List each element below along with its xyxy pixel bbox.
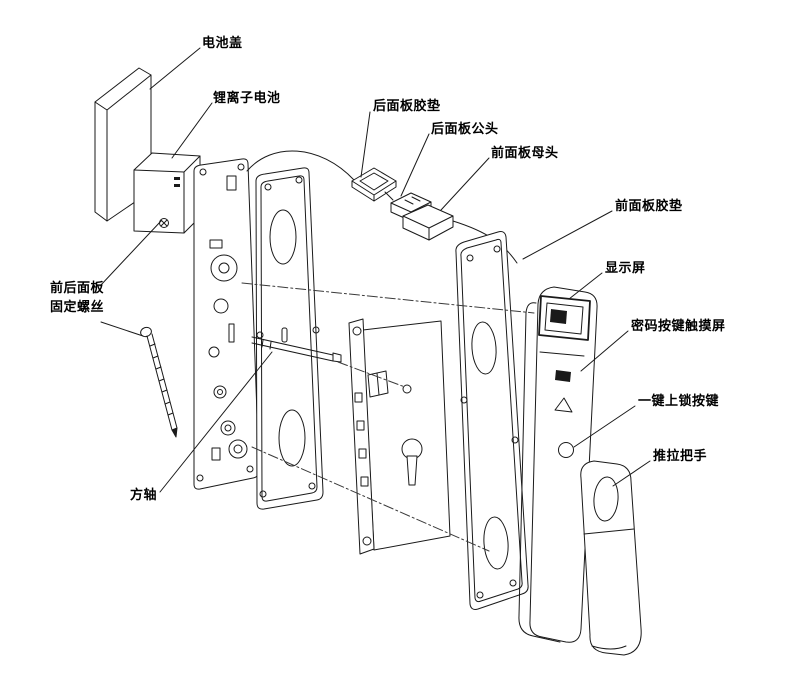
label-display-screen: 显示屏 (605, 261, 646, 276)
lock-faceplate (348, 318, 375, 555)
rear-panel-part (193, 158, 260, 490)
password-touch-area (554, 370, 574, 458)
label-front-panel-female-socket: 前面板母头 (491, 146, 559, 161)
rear-panel-gasket-plate (255, 167, 324, 510)
mortise-lock-body (348, 318, 451, 555)
front-panel-gasket-plate (455, 231, 529, 610)
label-square-shaft: 方轴 (130, 488, 158, 503)
keyhole (401, 438, 423, 486)
front-panel-part (518, 286, 598, 643)
label-panel-fixing-screws: 前后面板 固定螺丝 (50, 281, 105, 315)
female-connector (402, 204, 454, 241)
card-icon (555, 370, 571, 382)
fixing-screw-long (140, 326, 178, 438)
center-lines (241, 282, 535, 552)
label-rear-panel-male-plug: 后面板公头 (431, 122, 499, 137)
display-screen-part (538, 295, 591, 341)
label-front-panel-gasket: 前面板胶垫 (615, 199, 683, 214)
square-shaft-part (251, 336, 342, 363)
label-one-key-lock-button: 一键上锁按键 (638, 394, 720, 409)
cable-and-connectors (246, 150, 518, 264)
label-push-pull-handle: 推拉把手 (653, 449, 708, 464)
fixing-screw-small (159, 218, 169, 228)
leader-lines (99, 47, 651, 493)
lithium-battery-part (133, 152, 201, 234)
push-pull-handle-part (580, 460, 642, 656)
label-rear-panel-gasket: 后面板胶垫 (373, 99, 441, 114)
label-battery-cover: 电池盖 (202, 36, 243, 51)
alert-triangle-icon (554, 397, 573, 413)
label-lithium-battery: 锂离子电池 (213, 91, 281, 106)
label-password-touch-keypad: 密码按键触摸屏 (631, 319, 726, 334)
rear-gasket-pad (351, 167, 397, 202)
one-key-lock-button-shape (558, 442, 574, 458)
